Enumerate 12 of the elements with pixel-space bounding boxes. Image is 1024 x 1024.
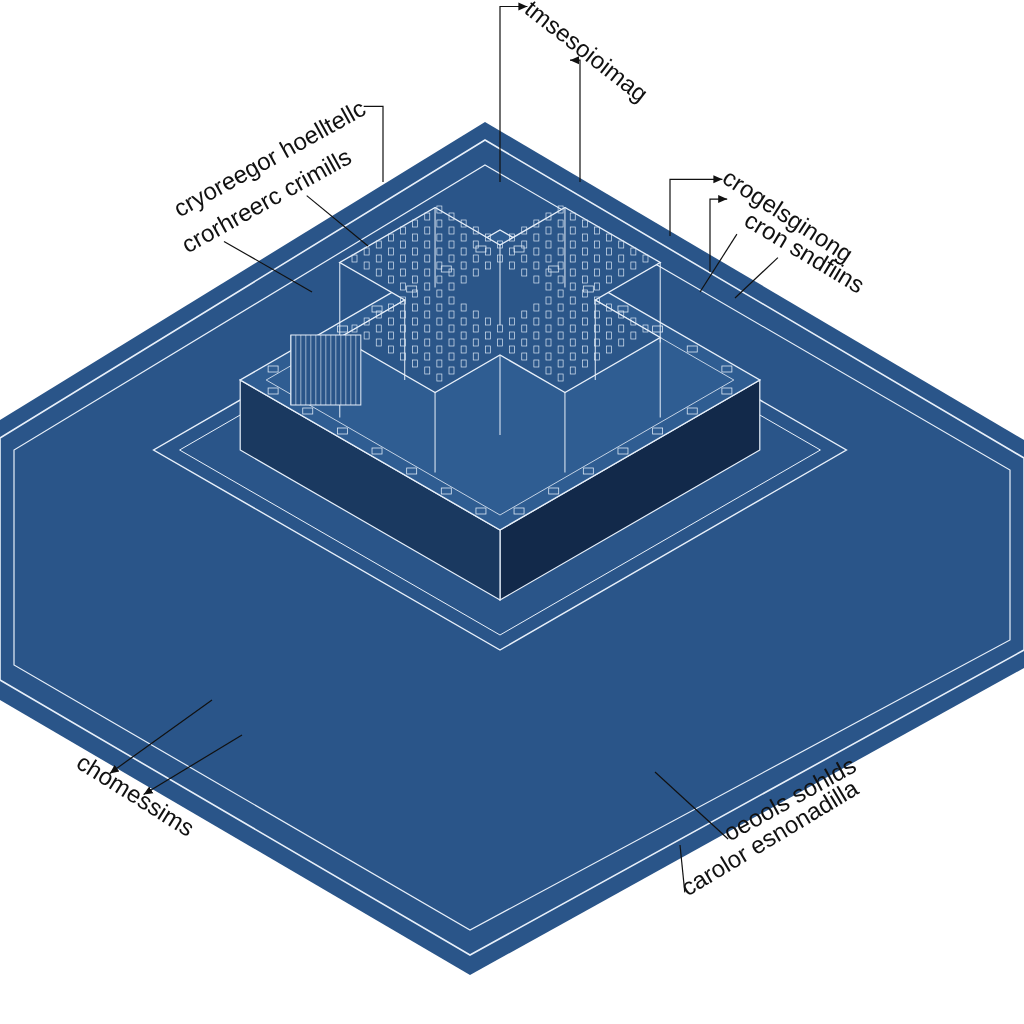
leader-line <box>709 195 728 273</box>
leader-line <box>363 105 384 183</box>
leader-line <box>499 2 528 183</box>
leader-line <box>569 56 581 183</box>
leader-line <box>699 233 738 293</box>
leader-line <box>669 175 723 237</box>
leader-line <box>223 240 313 293</box>
leader-line <box>734 257 779 299</box>
leader-line <box>109 699 213 774</box>
leader-line <box>306 195 369 247</box>
leader-line <box>679 844 686 893</box>
leader-line <box>143 734 243 796</box>
